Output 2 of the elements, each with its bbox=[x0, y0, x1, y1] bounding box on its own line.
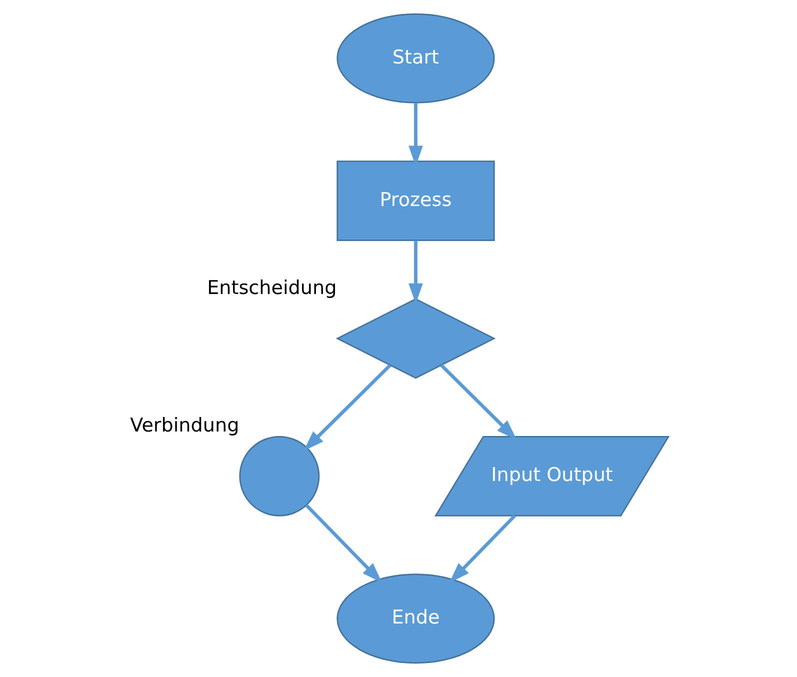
node-label: Entscheidung bbox=[206, 276, 336, 299]
node-label: Verbindung bbox=[130, 414, 239, 436]
